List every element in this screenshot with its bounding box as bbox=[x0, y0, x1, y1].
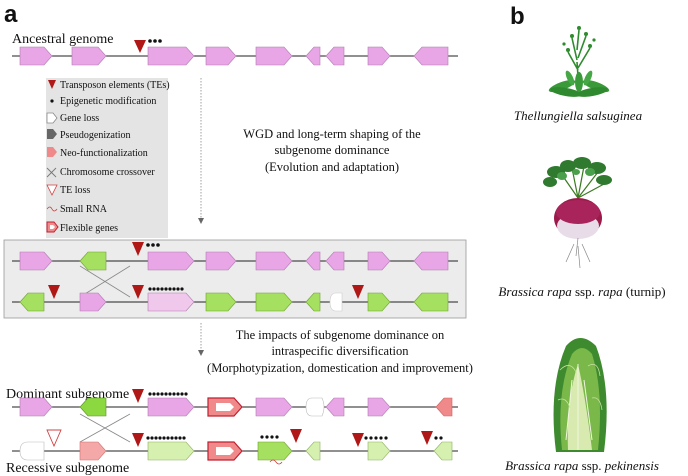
species-pekinensis: Brassica rapa ssp. pekinensis bbox=[505, 458, 659, 473]
turnip-illustration bbox=[543, 157, 612, 269]
gene-pink bbox=[325, 251, 345, 271]
gene-green bbox=[79, 251, 107, 271]
wgd-subgenomes-box bbox=[3, 239, 467, 319]
legend: Transposon elements (TEs) Epigenetic mod… bbox=[46, 78, 170, 238]
gene-green bbox=[413, 292, 449, 312]
te-marker bbox=[132, 242, 144, 256]
gene-pink bbox=[19, 397, 53, 417]
gene-pink bbox=[79, 292, 107, 312]
species-turnip: Brassica rapa ssp. rapa (turnip) bbox=[498, 284, 665, 299]
legend-small-rna-icon bbox=[46, 206, 58, 212]
recessive-subgenome-label: Recessive subgenome bbox=[6, 461, 129, 476]
te-marker bbox=[132, 433, 144, 447]
gene-pink bbox=[147, 397, 195, 417]
gene-green bbox=[367, 292, 391, 312]
legend-crossover-label: Chromosome crossover bbox=[60, 167, 155, 178]
gene-lightgreen bbox=[367, 441, 391, 461]
gene-lightpink bbox=[147, 292, 195, 312]
gene-green bbox=[205, 292, 237, 312]
gene-pink bbox=[205, 46, 237, 66]
chinese-cabbage-illustration bbox=[553, 338, 607, 452]
te-loss-marker bbox=[46, 429, 62, 448]
gene-green bbox=[79, 397, 107, 417]
gene-lightgreen bbox=[433, 441, 453, 461]
legend-epi-icon bbox=[50, 99, 54, 103]
gene-pink bbox=[367, 251, 391, 271]
gene-pink bbox=[325, 397, 345, 417]
legend-te-icon bbox=[48, 80, 56, 89]
ancestral-chromosome bbox=[12, 39, 458, 66]
gene-pink bbox=[305, 46, 321, 66]
small-rna bbox=[269, 459, 283, 465]
impact-text-line2: intraspecific diversification bbox=[271, 344, 409, 358]
te-marker bbox=[132, 285, 144, 299]
wgd-text-line3: (Evolution and adaptation) bbox=[265, 160, 399, 174]
te-marker bbox=[132, 389, 144, 403]
gene-pink bbox=[19, 251, 53, 271]
recessive-chromosome bbox=[12, 429, 458, 465]
thellungiella-plant-illustration bbox=[548, 26, 610, 97]
gene-pink bbox=[367, 46, 391, 66]
panel-label-b: b bbox=[510, 3, 525, 30]
gene-loss bbox=[19, 441, 45, 461]
gene-lightgreen bbox=[305, 441, 321, 461]
legend-small-rna-label: Small RNA bbox=[60, 204, 108, 215]
legend-te-loss-icon bbox=[46, 184, 58, 196]
gene-green bbox=[19, 292, 45, 312]
gene-pink bbox=[71, 46, 107, 66]
crossover-lines bbox=[79, 413, 131, 443]
process-arrow-2 bbox=[198, 323, 204, 356]
gene-lightgreen bbox=[147, 441, 195, 461]
gene-pink bbox=[255, 251, 293, 271]
legend-pseudo-label: Pseudogenization bbox=[60, 130, 131, 141]
gene-green bbox=[305, 292, 321, 312]
impact-text-line3: (Morphotypization, domestication and imp… bbox=[207, 361, 473, 375]
legend-pseudo-icon bbox=[47, 129, 57, 139]
te-marker bbox=[290, 429, 302, 443]
gene-pink bbox=[325, 46, 345, 66]
gene-pink bbox=[305, 251, 321, 271]
wgd-text-line1: WGD and long-term shaping of the bbox=[243, 127, 421, 141]
gene-loss bbox=[305, 397, 325, 417]
gene-pink bbox=[255, 46, 293, 66]
gene-pink bbox=[205, 251, 237, 271]
legend-epi-label: Epigenetic modification bbox=[60, 96, 156, 107]
legend-te-label: Transposon elements (TEs) bbox=[60, 80, 170, 91]
legend-flexible-label: Flexible genes bbox=[60, 223, 118, 234]
te-marker bbox=[134, 40, 146, 53]
gene-salmon bbox=[79, 441, 107, 461]
legend-neo-label: Neo-functionalization bbox=[60, 148, 148, 159]
panel-label-a: a bbox=[4, 1, 18, 28]
gene-green bbox=[257, 441, 293, 461]
process-arrow-1 bbox=[198, 78, 204, 224]
legend-te-loss-label: TE loss bbox=[60, 185, 90, 196]
gene-green bbox=[255, 292, 293, 312]
gene-pink bbox=[255, 397, 293, 417]
te-marker bbox=[352, 433, 364, 447]
te-marker bbox=[352, 285, 364, 299]
gene-pink bbox=[367, 397, 391, 417]
dominant-chromosome bbox=[12, 389, 458, 417]
te-marker bbox=[48, 285, 60, 299]
gene-pink bbox=[413, 46, 449, 66]
gene-pink bbox=[413, 251, 449, 271]
gene-pink bbox=[147, 46, 195, 66]
legend-gene-loss-icon bbox=[46, 112, 58, 124]
gene-pink bbox=[147, 251, 195, 271]
ancestral-genome-label: Ancestral genome bbox=[12, 32, 113, 47]
legend-gene-loss-label: Gene loss bbox=[60, 113, 99, 124]
te-marker bbox=[421, 431, 433, 445]
legend-neo-icon bbox=[47, 147, 57, 157]
gene-neo bbox=[435, 397, 453, 417]
legend-crossover-icon bbox=[46, 167, 57, 178]
impact-text-line1: The impacts of subgenome dominance on bbox=[236, 328, 445, 342]
epigenetic-dots bbox=[148, 39, 162, 43]
gene-loss bbox=[329, 292, 343, 312]
wgd-text-line2: subgenome dominance bbox=[275, 143, 390, 157]
gene-pink bbox=[19, 46, 53, 66]
species-thellungiella: Thellungiella salsuginea bbox=[514, 108, 643, 123]
